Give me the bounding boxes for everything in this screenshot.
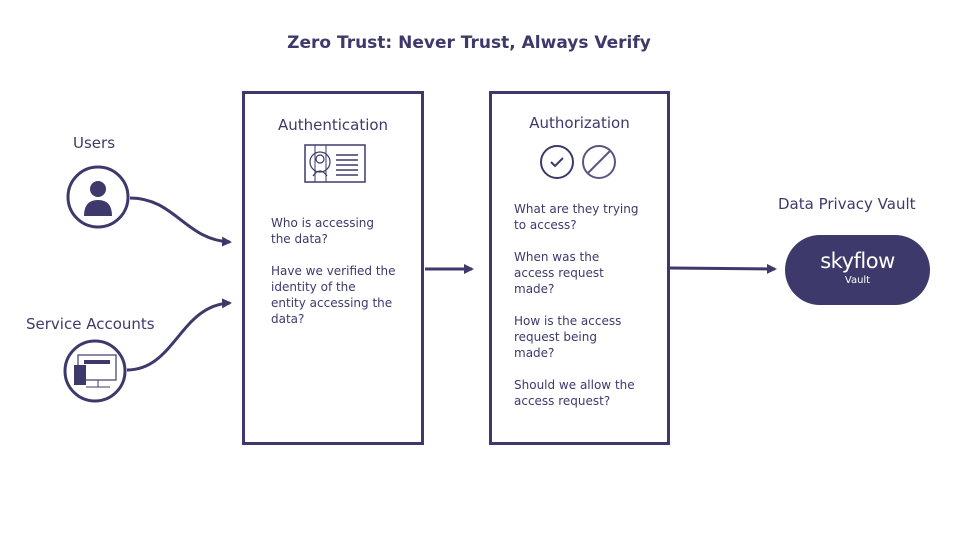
computer-icon (63, 339, 127, 403)
users-arrow (129, 196, 232, 247)
check-circle-icon (540, 145, 574, 179)
text-line: access request (514, 266, 604, 280)
vault-label: Data Privacy Vault (778, 195, 916, 213)
authentication-question: Who is accessing the data? (271, 215, 374, 247)
page-title: Zero Trust: Never Trust, Always Verify (287, 33, 651, 53)
vault-sub-label: Vault (844, 275, 871, 286)
authorization-question: What are they trying to access? (514, 201, 638, 233)
skyflow-logo: skyflow (820, 249, 895, 273)
text-line: identity of the (271, 280, 356, 294)
authorization-box: Authorization What are they trying to ac… (489, 91, 670, 445)
authentication-title: Authentication (277, 116, 389, 134)
text-line: What are they trying (514, 202, 639, 216)
text-line: data? (271, 312, 305, 326)
text-line: made? (514, 346, 555, 360)
text-line: When was the (514, 250, 600, 264)
text-line: entity accessing the (271, 296, 393, 310)
users-label: Users (73, 134, 116, 152)
block-circle-icon (582, 145, 616, 179)
authorization-question: When was the access request made? (514, 249, 604, 297)
authorization-question: How is the access request being made? (514, 313, 621, 361)
text-line: Should we allow the (514, 378, 635, 392)
skyflow-vault: skyflow Vault (785, 235, 930, 305)
text-line: request being (514, 330, 597, 344)
service-accounts-label: Service Accounts (26, 315, 155, 333)
text-line: the data? (271, 232, 328, 246)
authorization-question: Should we allow the access request? (514, 377, 635, 409)
service-accounts-arrow (126, 298, 232, 372)
text-line: access request? (514, 394, 611, 408)
id-card-icon (304, 144, 366, 183)
authorization-title: Authorization (529, 114, 630, 132)
authz-to-vault-arrow (669, 263, 777, 274)
text-line: How is the access (514, 314, 622, 328)
authentication-question: Have we verified the identity of the ent… (271, 263, 396, 327)
user-icon (66, 165, 130, 229)
text-line: Have we verified the (271, 264, 396, 278)
text-line: made? (514, 282, 555, 296)
text-line: to access? (514, 218, 577, 232)
text-line: Who is accessing (271, 216, 375, 230)
authentication-box: Authentication Who is accessing the data… (242, 91, 424, 445)
